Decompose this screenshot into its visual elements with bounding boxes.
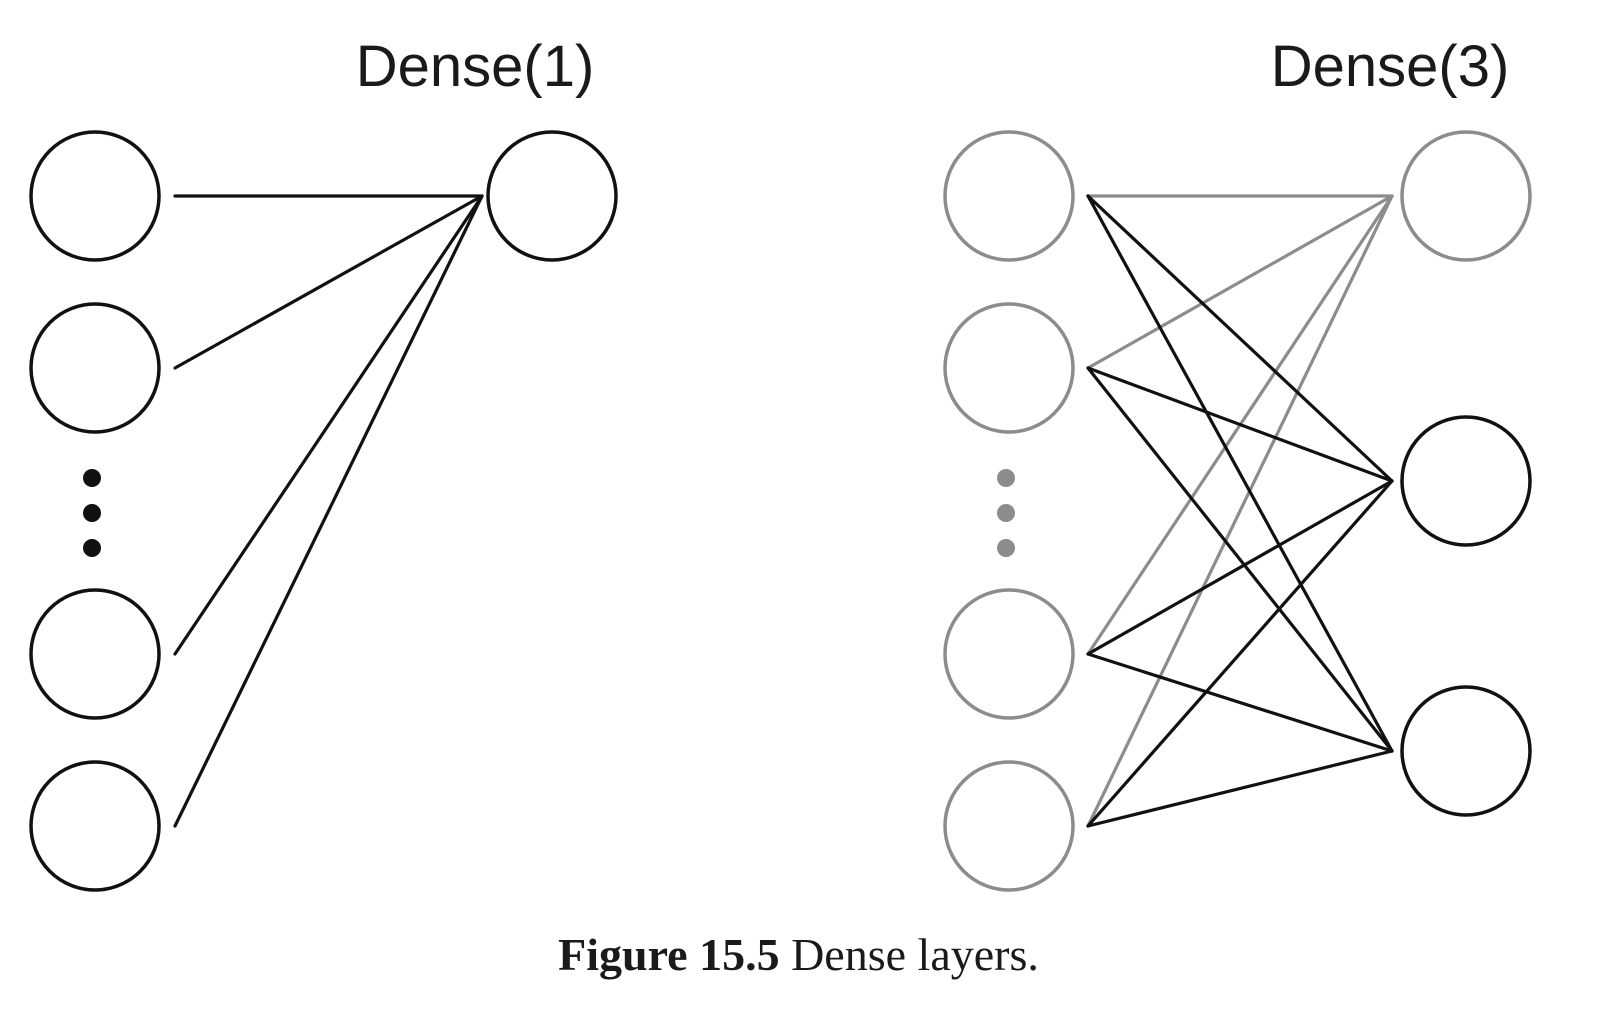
ellipsis-dot	[997, 469, 1015, 487]
figure-caption: Figure 15.5 Dense layers.	[0, 928, 1597, 981]
connection-line	[1086, 194, 1394, 483]
input-neuron	[943, 760, 1075, 892]
connection-line	[1086, 652, 1394, 753]
nodes-layer	[29, 130, 1532, 892]
connection-line	[1086, 479, 1394, 656]
ellipsis-dot	[997, 504, 1015, 522]
ellipsis-dot	[83, 469, 101, 487]
connection-line	[1086, 749, 1394, 828]
dense-1-title: Dense(1)	[356, 34, 595, 99]
figure-caption-text: Dense layers.	[779, 929, 1039, 980]
connection-line	[1086, 366, 1394, 753]
input-neuron	[943, 302, 1075, 434]
figure-label: Figure 15.5	[558, 929, 780, 980]
connection-line	[1086, 194, 1394, 828]
input-neuron	[29, 760, 161, 892]
connection-line	[173, 194, 484, 656]
output-neuron	[1400, 130, 1532, 262]
input-neuron	[29, 588, 161, 720]
ellipsis-dot	[83, 504, 101, 522]
connection-line	[1086, 194, 1394, 753]
dense-3-title: Dense(3)	[1271, 34, 1510, 99]
input-neuron	[943, 588, 1075, 720]
input-neuron	[29, 302, 161, 434]
connection-line	[1086, 366, 1394, 483]
output-neuron	[486, 130, 618, 262]
ellipsis-dot	[997, 539, 1015, 557]
input-neuron	[29, 130, 161, 262]
edges-layer	[173, 194, 1394, 828]
connection-line	[1086, 479, 1394, 828]
output-neuron	[1400, 415, 1532, 547]
input-neuron	[943, 130, 1075, 262]
output-neuron	[1400, 685, 1532, 817]
connection-line	[173, 194, 484, 370]
connection-line	[1086, 194, 1394, 370]
ellipsis-dot	[83, 539, 101, 557]
connection-line	[173, 194, 484, 828]
